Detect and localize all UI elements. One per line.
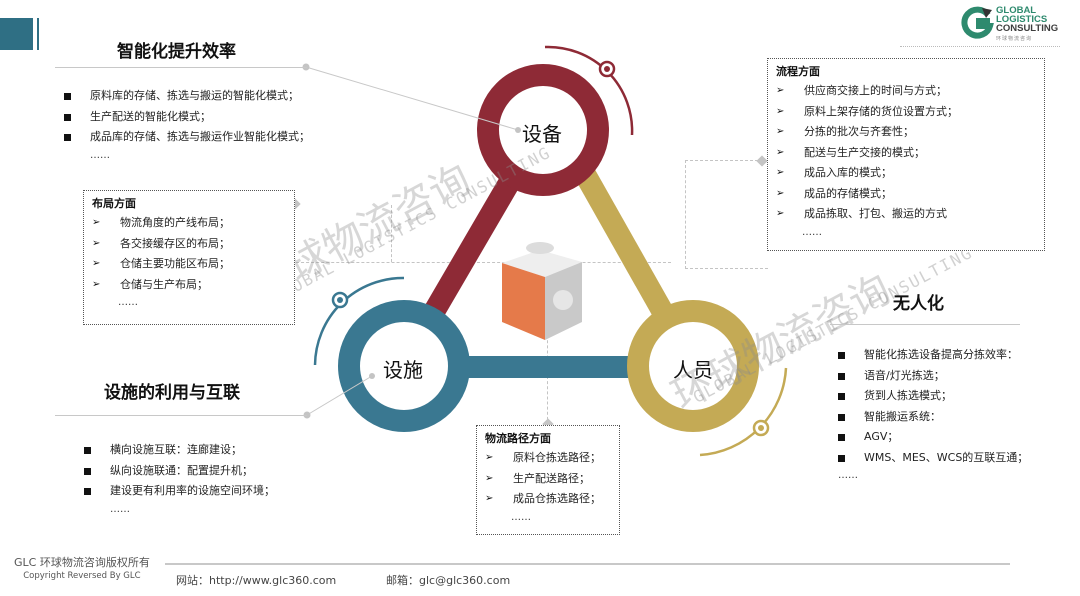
list-item: 纵向设施联通：配置提升机； — [84, 461, 275, 482]
route-box: 物流路径方面 ➢原料仓拣选路径； ➢生产配送路径； ➢成品仓拣选路径； …… — [476, 425, 620, 535]
list-ellipsis: …… — [110, 503, 130, 515]
section-list-unmanned: 智能化拣选设备提高分拣效率： 语音/灯光拣选； 货到人拣选模式； 智能搬运系统：… — [838, 345, 1028, 484]
process-connector — [685, 160, 768, 269]
list-item: ➢物流角度的产线布局； — [92, 213, 286, 234]
arrow-bullet-icon: ➢ — [776, 126, 785, 137]
list-item: ➢供应商交接上的时间与方式； — [776, 81, 1036, 102]
layout-connector — [291, 205, 671, 263]
copyright-cn: GLC 环球物流咨询版权所有 — [14, 556, 150, 569]
header-accent-bar — [0, 18, 33, 50]
list-ellipsis: …… — [118, 297, 138, 308]
facilities-ring — [338, 300, 470, 432]
arrow-bullet-icon: ➢ — [776, 105, 785, 117]
arrow-bullet-icon: ➢ — [776, 167, 785, 178]
list-ellipsis: …… — [802, 226, 822, 238]
list-item: 成品库的存储、拣选与搬运作业智能化模式； — [64, 127, 310, 148]
list-item: WMS、MES、WCS的互联互通； — [838, 448, 1028, 469]
arrow-bullet-icon: ➢ — [92, 258, 101, 269]
footer-divider — [165, 563, 1010, 565]
arrow-bullet-icon: ➢ — [485, 493, 494, 504]
list-item: ➢生产配送路径； — [485, 469, 611, 490]
node-label-facilities: 设施 — [383, 358, 423, 382]
equipment-ring — [477, 64, 609, 196]
list-item: ➢成品入库的模式； — [776, 163, 1036, 184]
section-list-intelligence: 原料库的存储、拣选与搬运的智能化模式； 生产配送的智能化模式； 成品库的存储、拣… — [64, 86, 310, 164]
list-item: ➢成品的存储模式； — [776, 184, 1036, 205]
arrow-bullet-icon: ➢ — [776, 146, 785, 158]
list-item: ➢分拣的批次与齐套性； — [776, 122, 1036, 143]
process-box-title: 流程方面 — [776, 65, 820, 78]
list-item: 货到人拣选模式； — [838, 386, 1028, 407]
list-item: ➢成品仓拣选路径； — [485, 489, 611, 510]
arrow-bullet-icon: ➢ — [92, 217, 101, 228]
section-list-facilities: 横向设施互联：连廊建设； 纵向设施联通：配置提升机； 建设更有利用率的设施空间环… — [84, 440, 275, 518]
arrow-bullet-icon: ➢ — [92, 237, 101, 249]
list-ellipsis: …… — [511, 511, 531, 523]
list-item: 建设更有利用率的设施空间环境； — [84, 481, 275, 502]
list-item: 智能化拣选设备提高分拣效率： — [838, 345, 1028, 366]
logo-line-consulting: CONSULTING — [996, 23, 1059, 34]
list-item: ➢成品拣取、打包、搬运的方式 — [776, 204, 1036, 225]
list-item: ➢配送与生产交接的模式； — [776, 143, 1036, 164]
footer-copyright: GLC 环球物流咨询版权所有 Copyright Reversed By GLC — [14, 556, 150, 582]
list-item: ➢仓储主要功能区布局； — [92, 254, 286, 275]
personnel-ring — [627, 300, 759, 432]
section-divider-facilities — [55, 415, 307, 416]
list-item: ➢原料上架存储的货位设置方式； — [776, 102, 1036, 123]
list-item: 智能搬运系统： — [838, 407, 1028, 428]
arrow-bullet-icon: ➢ — [485, 452, 494, 463]
footer-email-link[interactable]: 邮箱：glc@glc360.com — [386, 574, 511, 587]
layout-connector-vertical — [391, 205, 392, 262]
list-item: ➢各交接缓存区的布局； — [92, 234, 286, 255]
logo-wordmark: GLOBAL LOGISTICS CONSULTING — [996, 5, 1059, 34]
arrow-bullet-icon: ➢ — [776, 187, 785, 199]
route-box-title: 物流路径方面 — [485, 432, 551, 445]
footer-website-link[interactable]: 网站：http://www.glc360.com — [176, 574, 337, 587]
arrow-bullet-icon: ➢ — [776, 85, 785, 96]
glc-g-logo-icon — [961, 6, 994, 39]
arrow-bullet-icon: ➢ — [92, 278, 101, 290]
arrow-bullet-icon: ➢ — [776, 208, 785, 219]
section-divider-intelligence — [55, 67, 307, 68]
list-ellipsis: …… — [838, 470, 858, 481]
process-box: 流程方面 ➢供应商交接上的时间与方式； ➢原料上架存储的货位设置方式； ➢分拣的… — [767, 58, 1045, 251]
puzzle-cube-icon — [502, 242, 582, 340]
list-item: 原料库的存储、拣选与搬运的智能化模式； — [64, 86, 310, 107]
section-title-facilities: 设施的利用与互联 — [104, 383, 240, 403]
logo-line-global: GLOBAL — [996, 5, 1037, 16]
company-logo: GLOBAL LOGISTICS CONSULTING 环球物流咨询 — [960, 6, 1072, 42]
list-item: 生产配送的智能化模式； — [64, 107, 310, 128]
list-item: ➢仓储与生产布局； — [92, 275, 286, 296]
list-ellipsis: …… — [90, 149, 110, 161]
header-accent-line — [37, 18, 39, 50]
copyright-en: Copyright Reversed By GLC — [23, 571, 141, 581]
list-item: 语音/灯光拣选； — [838, 366, 1028, 387]
list-item: AGV； — [838, 427, 1028, 448]
node-label-equipment: 设备 — [522, 122, 562, 146]
logo-subtitle: 环球物流咨询 — [996, 36, 1033, 42]
layout-box: 布局方面 ➢物流角度的产线布局； ➢各交接缓存区的布局； ➢仓储主要功能区布局；… — [83, 190, 295, 325]
layout-box-title: 布局方面 — [92, 197, 136, 210]
logo-underline — [900, 46, 1060, 47]
section-divider-unmanned — [830, 324, 1020, 325]
section-title-unmanned: 无人化 — [893, 294, 944, 314]
arrow-bullet-icon: ➢ — [485, 472, 494, 484]
section-title-intelligence: 智能化提升效率 — [117, 42, 236, 62]
list-item: ➢原料仓拣选路径； — [485, 448, 611, 469]
node-label-personnel: 人员 — [673, 358, 713, 382]
list-item: 横向设施互联：连廊建设； — [84, 440, 275, 461]
logo-line-logistics: LOGISTICS — [996, 14, 1048, 25]
